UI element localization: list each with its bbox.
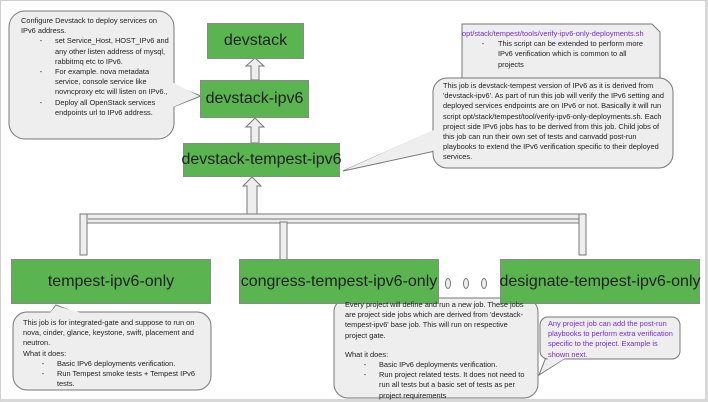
note-what: What it does: bbox=[23, 348, 67, 358]
list-item: - For example. nova metadata service, con… bbox=[21, 67, 169, 98]
list-item: - set Service_Host, HOST_IPv6 and any oth… bbox=[21, 36, 169, 67]
job-devstack[interactable]: devstack bbox=[207, 23, 304, 59]
bullet: - bbox=[39, 67, 43, 77]
note-intro: Configure Devstack to deploy services on… bbox=[21, 16, 157, 36]
list-item: - Basic IPv6 deployments verification. bbox=[345, 360, 530, 370]
bullet: - bbox=[363, 360, 367, 370]
ellipsis-dot bbox=[463, 278, 469, 289]
script-note-shape bbox=[461, 23, 661, 81]
script-note: opt/stack/tempest/tools/verify-ipv6-only… bbox=[462, 29, 654, 70]
job-tempest-ipv6-only[interactable]: tempest-ipv6-only bbox=[11, 259, 211, 304]
note-intro: This job is for integrated-gate and supp… bbox=[23, 318, 195, 348]
list-item: - This script can be extended to perform … bbox=[462, 39, 654, 70]
note-item: This script can be extended to perform m… bbox=[498, 39, 644, 69]
note-what: What it does: bbox=[345, 349, 389, 359]
bullet: - bbox=[41, 369, 45, 379]
list-item: - Deploy all OpenStack services endpoints… bbox=[21, 98, 169, 118]
post-run-note: Any project job can add the post-run pla… bbox=[548, 319, 673, 359]
bullet: - bbox=[39, 97, 43, 107]
note-item: Run project related tests. It does not n… bbox=[379, 370, 525, 400]
tempest-ipv6-only-callout-shape bbox=[12, 304, 212, 391]
inherit-post-middle bbox=[279, 221, 288, 263]
inherit-arrow-devstack bbox=[244, 57, 266, 81]
project-jobs-note: Every project will define and run a new … bbox=[345, 300, 530, 401]
devstack-tempest-ipv6-note: This job is devstack-tempest version of … bbox=[443, 81, 664, 162]
job-designate-tempest-ipv6-only[interactable]: designate-tempest-ipv6-only bbox=[500, 259, 701, 304]
inherit-post-left bbox=[79, 213, 88, 256]
inherit-arrow-devstack-ipv6 bbox=[244, 117, 266, 144]
list-item: - Basic IPv6 deployments verification. bbox=[23, 359, 205, 369]
bullet: - bbox=[39, 36, 43, 46]
note-item: set Service_Host, HOST_IPv6 and any othe… bbox=[55, 36, 169, 66]
note-item: Deploy all OpenStack services endpoints … bbox=[55, 97, 156, 117]
inherit-arrow-devstack-tempest-ipv6 bbox=[241, 176, 263, 215]
job-congress-tempest-ipv6-only[interactable]: congress-tempest-ipv6-only bbox=[239, 259, 439, 304]
note-item: For example. nova metadata service, cons… bbox=[55, 67, 168, 97]
list-item: - Run Tempest smoke tests + Tempest IPv6 … bbox=[23, 369, 205, 389]
tempest-ipv6-only-note: This job is for integrated-gate and supp… bbox=[23, 318, 205, 389]
bullet: - bbox=[41, 358, 45, 368]
job-devstack-ipv6[interactable]: devstack-ipv6 bbox=[200, 80, 309, 118]
note-item: Basic IPv6 deployments verification. bbox=[57, 358, 176, 368]
ellipsis-dot bbox=[481, 278, 487, 289]
note-item: Basic IPv6 deployments verification. bbox=[379, 360, 498, 370]
note-item: Run Tempest smoke tests + Tempest IPv6 t… bbox=[57, 369, 195, 389]
inherit-post-right bbox=[578, 213, 587, 256]
list-item: - Run project related tests. It does not … bbox=[345, 370, 530, 401]
job-devstack-tempest-ipv6[interactable]: devstack-tempest-ipv6 bbox=[181, 143, 342, 177]
devstack-tempest-ipv6-callout-shape bbox=[342, 77, 674, 172]
bullet: - bbox=[363, 370, 367, 380]
devstack-ipv6-callout-shape bbox=[8, 10, 203, 140]
note-intro: Every project will define and run a new … bbox=[345, 300, 524, 340]
devstack-ipv6-note: Configure Devstack to deploy services on… bbox=[21, 16, 169, 118]
ellipsis-dot bbox=[445, 278, 451, 289]
script-path: opt/stack/tempest/tools/verify-ipv6-only… bbox=[462, 29, 644, 38]
bullet: - bbox=[481, 39, 485, 49]
post-run-callout-shape bbox=[537, 316, 681, 377]
